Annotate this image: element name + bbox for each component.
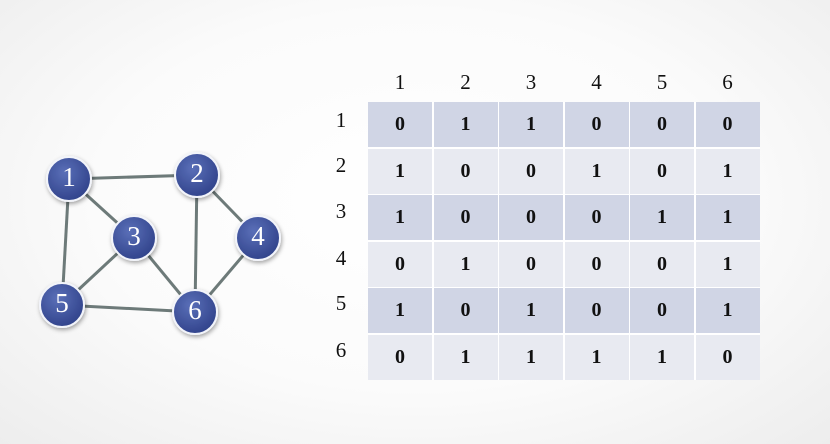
node-label: 1 xyxy=(62,162,76,192)
node-1: 1 xyxy=(46,156,92,202)
row-header: 3 xyxy=(335,199,347,223)
matrix-cell: 1 xyxy=(695,148,760,194)
matrix-cell: 1 xyxy=(499,288,563,333)
node-circle xyxy=(172,289,218,335)
column-header: 4 xyxy=(591,70,602,94)
matrix-cell: 0 xyxy=(433,288,498,333)
matrix-cell: 1 xyxy=(564,334,629,380)
matrix-cell: 1 xyxy=(499,102,563,147)
matrix-cell: 0 xyxy=(564,102,629,147)
row-header: 1 xyxy=(335,108,347,132)
node-3: 3 xyxy=(111,215,157,261)
graph-edges xyxy=(60,173,260,314)
matrix-cell: 0 xyxy=(564,241,629,287)
column-header: 5 xyxy=(656,70,668,94)
node-label: 2 xyxy=(190,158,204,188)
node-4: 4 xyxy=(235,215,281,261)
graph-diagram: 1 2 3 4 5 6 xyxy=(39,152,281,335)
column-header: 3 xyxy=(525,70,537,94)
node-5: 5 xyxy=(39,282,85,328)
matrix-cell: 0 xyxy=(499,241,563,287)
matrix-cell: 0 xyxy=(499,148,563,194)
matrix-cell: 1 xyxy=(695,241,760,287)
matrix-cell: 1 xyxy=(368,288,432,333)
matrix-cell: 1 xyxy=(433,334,498,380)
matrix-cell: 0 xyxy=(433,148,498,194)
node-6: 6 xyxy=(172,289,218,335)
matrix-cell: 1 xyxy=(630,334,694,380)
matrix-cell: 0 xyxy=(433,195,498,240)
matrix-cell: 0 xyxy=(368,241,432,287)
column-header: 2 xyxy=(460,70,471,94)
node-circle xyxy=(39,282,85,328)
matrix-cell: 0 xyxy=(630,288,694,333)
row-header: 6 xyxy=(335,338,347,362)
node-circle xyxy=(235,215,281,261)
matrix-cell: 0 xyxy=(499,195,563,240)
matrix-cell: 1 xyxy=(499,334,563,380)
node-circle xyxy=(111,215,157,261)
node-circle xyxy=(174,152,220,198)
matrix-cell: 0 xyxy=(695,334,760,380)
matrix-cell: 1 xyxy=(695,195,760,240)
row-header: 2 xyxy=(335,153,347,177)
matrix-cell: 1 xyxy=(368,148,432,194)
matrix-cell: 1 xyxy=(433,102,498,147)
matrix-cell: 1 xyxy=(433,241,498,287)
node-label: 3 xyxy=(127,221,141,251)
node-circle xyxy=(46,156,92,202)
column-header: 1 xyxy=(394,70,406,94)
graph-nodes: 1 2 3 4 5 6 xyxy=(39,152,281,335)
matrix-cell: 1 xyxy=(695,288,760,333)
matrix-cell: 0 xyxy=(630,148,694,194)
row-header: 4 xyxy=(335,246,347,270)
node-label: 4 xyxy=(251,221,265,251)
node-2: 2 xyxy=(174,152,220,198)
matrix-cell: 0 xyxy=(368,334,432,380)
node-label: 6 xyxy=(188,295,202,325)
matrix-cell: 1 xyxy=(564,148,629,194)
matrix-cell: 0 xyxy=(695,102,760,147)
matrix-cell: 1 xyxy=(630,195,694,240)
matrix-cell: 0 xyxy=(630,241,694,287)
matrix-cell: 1 xyxy=(368,195,432,240)
node-label: 5 xyxy=(55,288,69,318)
column-header: 6 xyxy=(722,70,733,94)
matrix-cell: 0 xyxy=(368,102,432,147)
matrix-cell: 0 xyxy=(564,288,629,333)
matrix-cell: 0 xyxy=(564,195,629,240)
row-header: 5 xyxy=(335,291,347,315)
matrix-cell: 0 xyxy=(630,102,694,147)
